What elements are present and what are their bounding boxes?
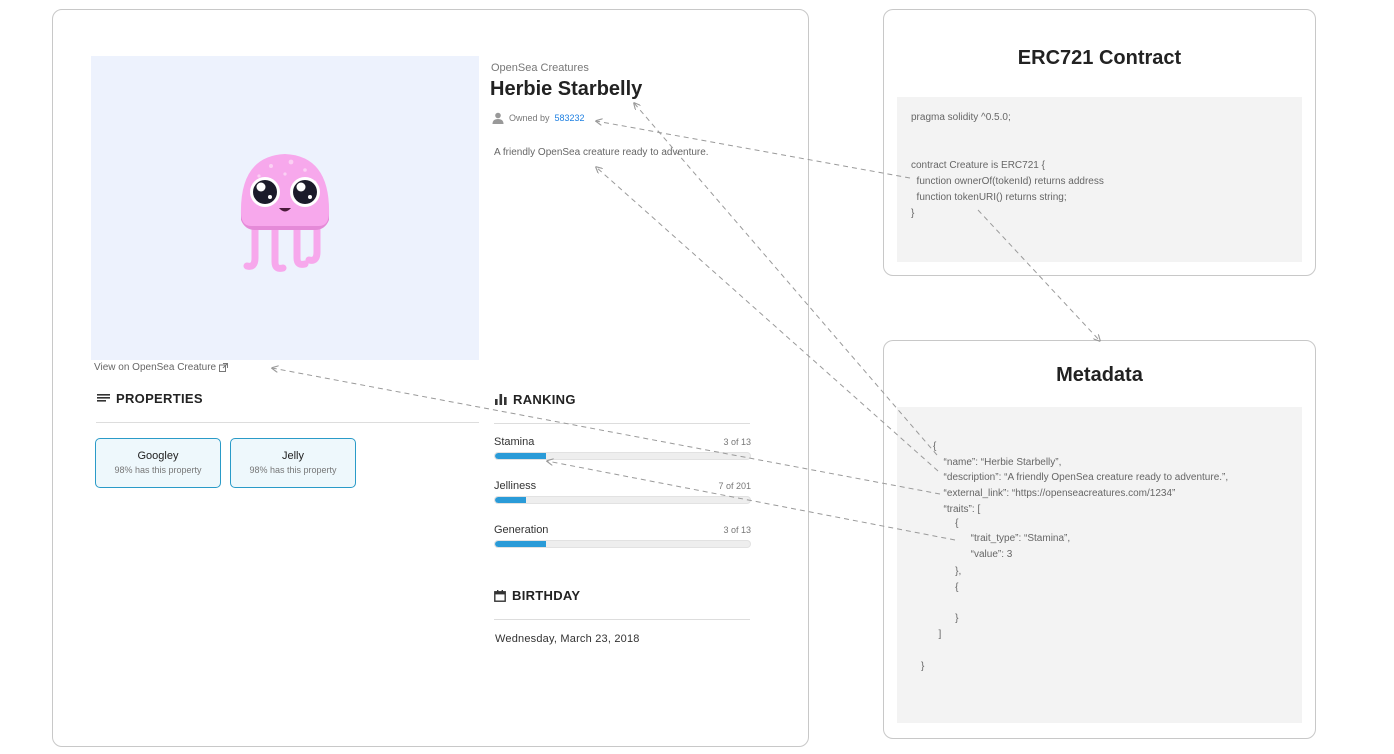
rank-count: 7 of 201 [718,481,751,491]
rank-bar [494,452,751,460]
collection-name[interactable]: OpenSea Creatures [491,62,589,74]
external-link-arrow [272,368,941,495]
property-value: Jelly [281,450,304,462]
rank-bar-fill [495,453,546,459]
property-card[interactable]: Jelly 98% has this property [230,438,356,488]
rank-label: Jelliness [494,480,537,492]
code-line: } [911,208,915,219]
rank-bar [494,540,751,548]
bar-chart-icon [495,394,507,405]
metadata-card: Metadata { “name”: “Herbie Starbelly”, “… [883,340,1316,739]
properties-heading: PROPERTIES [97,391,203,406]
rank-bar-fill [495,497,526,503]
list-icon [97,393,110,402]
json-line: “description”: “A friendly OpenSea creat… [938,472,1229,483]
asset-image[interactable] [91,56,479,360]
owned-by-label: Owned by [509,113,550,123]
view-link-label: View on OpenSea Creature [94,362,217,373]
owner-link[interactable]: 583232 [554,113,585,123]
contract-title: ERC721 Contract [1017,47,1182,69]
json-line: ] [933,629,942,640]
json-line: }, [944,566,962,577]
code-line: function ownerOf(tokenId) returns addres… [911,176,1104,187]
ranking-heading: RANKING [495,392,576,407]
json-line: } [921,661,925,672]
property-percent: 98% has this property [249,465,337,475]
contract-to-metadata-arrow [977,209,1100,341]
description-arrow [596,167,939,472]
contract-code: pragma solidity ^0.5.0; contract Creatur… [897,97,1302,262]
properties-divider [96,422,479,423]
json-line: “value”: 3 [954,549,1013,560]
rank-label: Stamina [494,436,535,448]
name-arrow [634,103,938,456]
contract-card: ERC721 Contract pragma solidity ^0.5.0; … [883,9,1316,276]
json-line: “traits”: [ [938,504,981,515]
view-on-opensea-link[interactable]: View on OpenSea Creature [94,362,229,373]
asset-name: Herbie Starbelly [490,78,643,100]
rank-count: 3 of 13 [723,437,751,447]
birthday-divider [494,619,750,620]
json-line: { [933,441,937,452]
jellyfish-creature-image [240,154,330,272]
json-line: } [944,613,959,624]
stamina-arrow [547,461,956,541]
owner-arrow [596,121,911,179]
external-link-icon [219,363,229,372]
user-icon [492,112,504,124]
property-card[interactable]: Googley 98% has this property [95,438,221,488]
ranking-divider [494,423,750,424]
asset-description: A friendly OpenSea creature ready to adv… [494,147,709,158]
rank-label: Generation [494,524,549,536]
metadata-title: Metadata [1056,364,1143,386]
property-percent: 98% has this property [114,465,202,475]
owner-row: Owned by 583232 [492,112,585,124]
birthday-date: Wednesday, March 23, 2018 [495,633,640,645]
json-line: “trait_type”: “Stamina”, [954,533,1071,544]
code-line: pragma solidity ^0.5.0; [911,112,1011,123]
ranking-title: RANKING [513,392,576,407]
properties-title: PROPERTIES [116,391,203,406]
code-line: contract Creature is ERC721 { [911,160,1045,171]
metadata-json: { “name”: “Herbie Starbelly”, “descripti… [897,407,1302,723]
property-value: Googley [137,450,179,462]
json-line: { [944,518,959,529]
code-line: function tokenURI() returns string; [911,192,1067,203]
json-line: “external_link”: “https://openseacreatur… [938,488,1176,499]
birthday-title: BIRTHDAY [512,588,581,603]
json-line: { [944,582,959,593]
rank-count: 3 of 13 [723,525,751,535]
asset-card: OpenSea Creatures Herbie Starbelly Owned… [52,9,809,747]
calendar-icon [494,589,506,602]
json-line: “name”: “Herbie Starbelly”, [938,457,1062,468]
rank-bar-fill [495,541,546,547]
birthday-heading: BIRTHDAY [494,588,580,603]
